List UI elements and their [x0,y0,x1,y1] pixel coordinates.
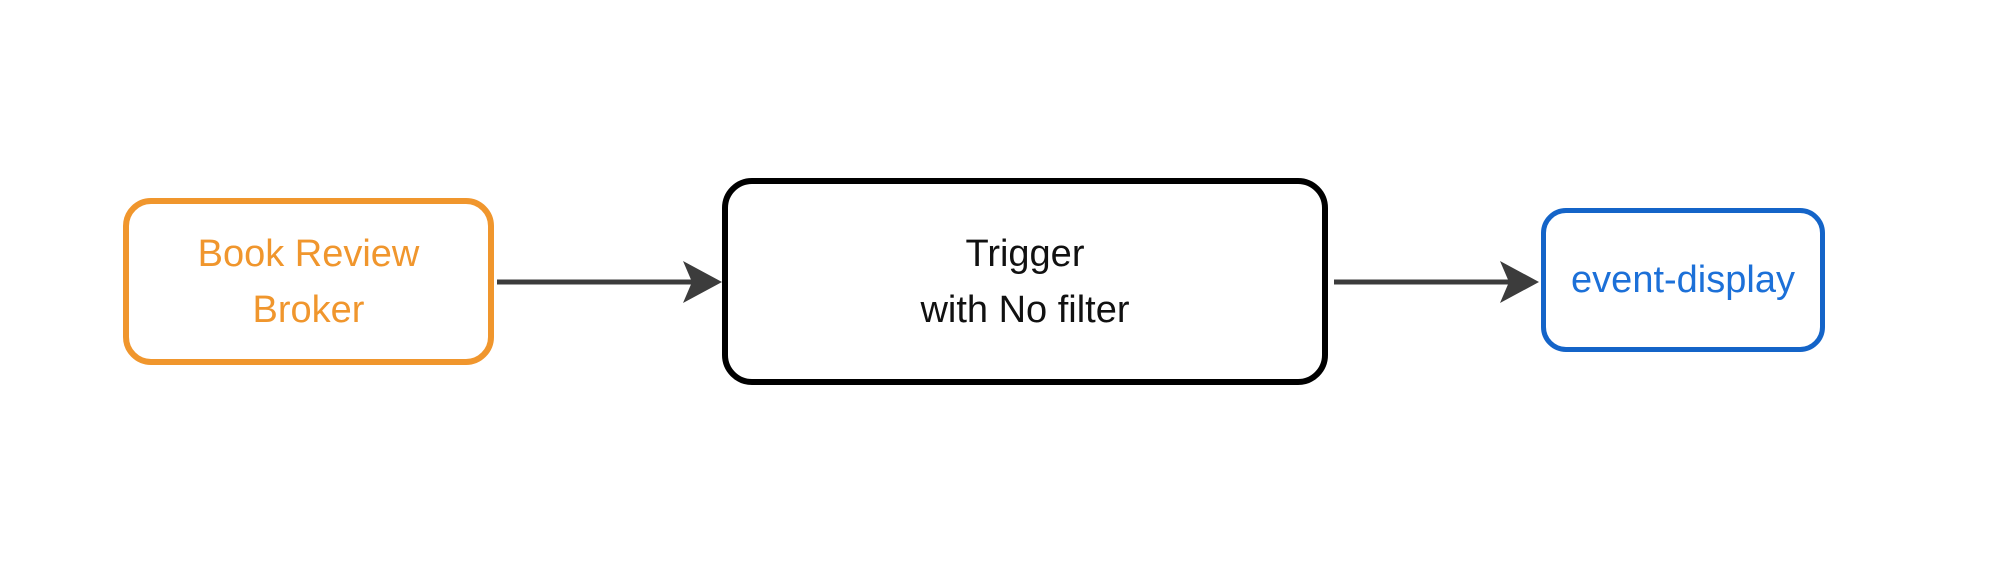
node-label: with No filter [920,288,1130,331]
node-label: Trigger [965,232,1085,275]
node-label: event-display [1571,259,1795,301]
arrowhead-icon [683,261,722,303]
node-label: Book Review [197,232,420,275]
node-label: Broker [252,288,365,331]
node-event-display: event-display [1541,208,1825,352]
node-book-review-broker: Book Review Broker [123,198,494,365]
arrowhead-icon [1500,261,1539,303]
node-trigger-with-no-filter: Trigger with No filter [722,178,1328,385]
